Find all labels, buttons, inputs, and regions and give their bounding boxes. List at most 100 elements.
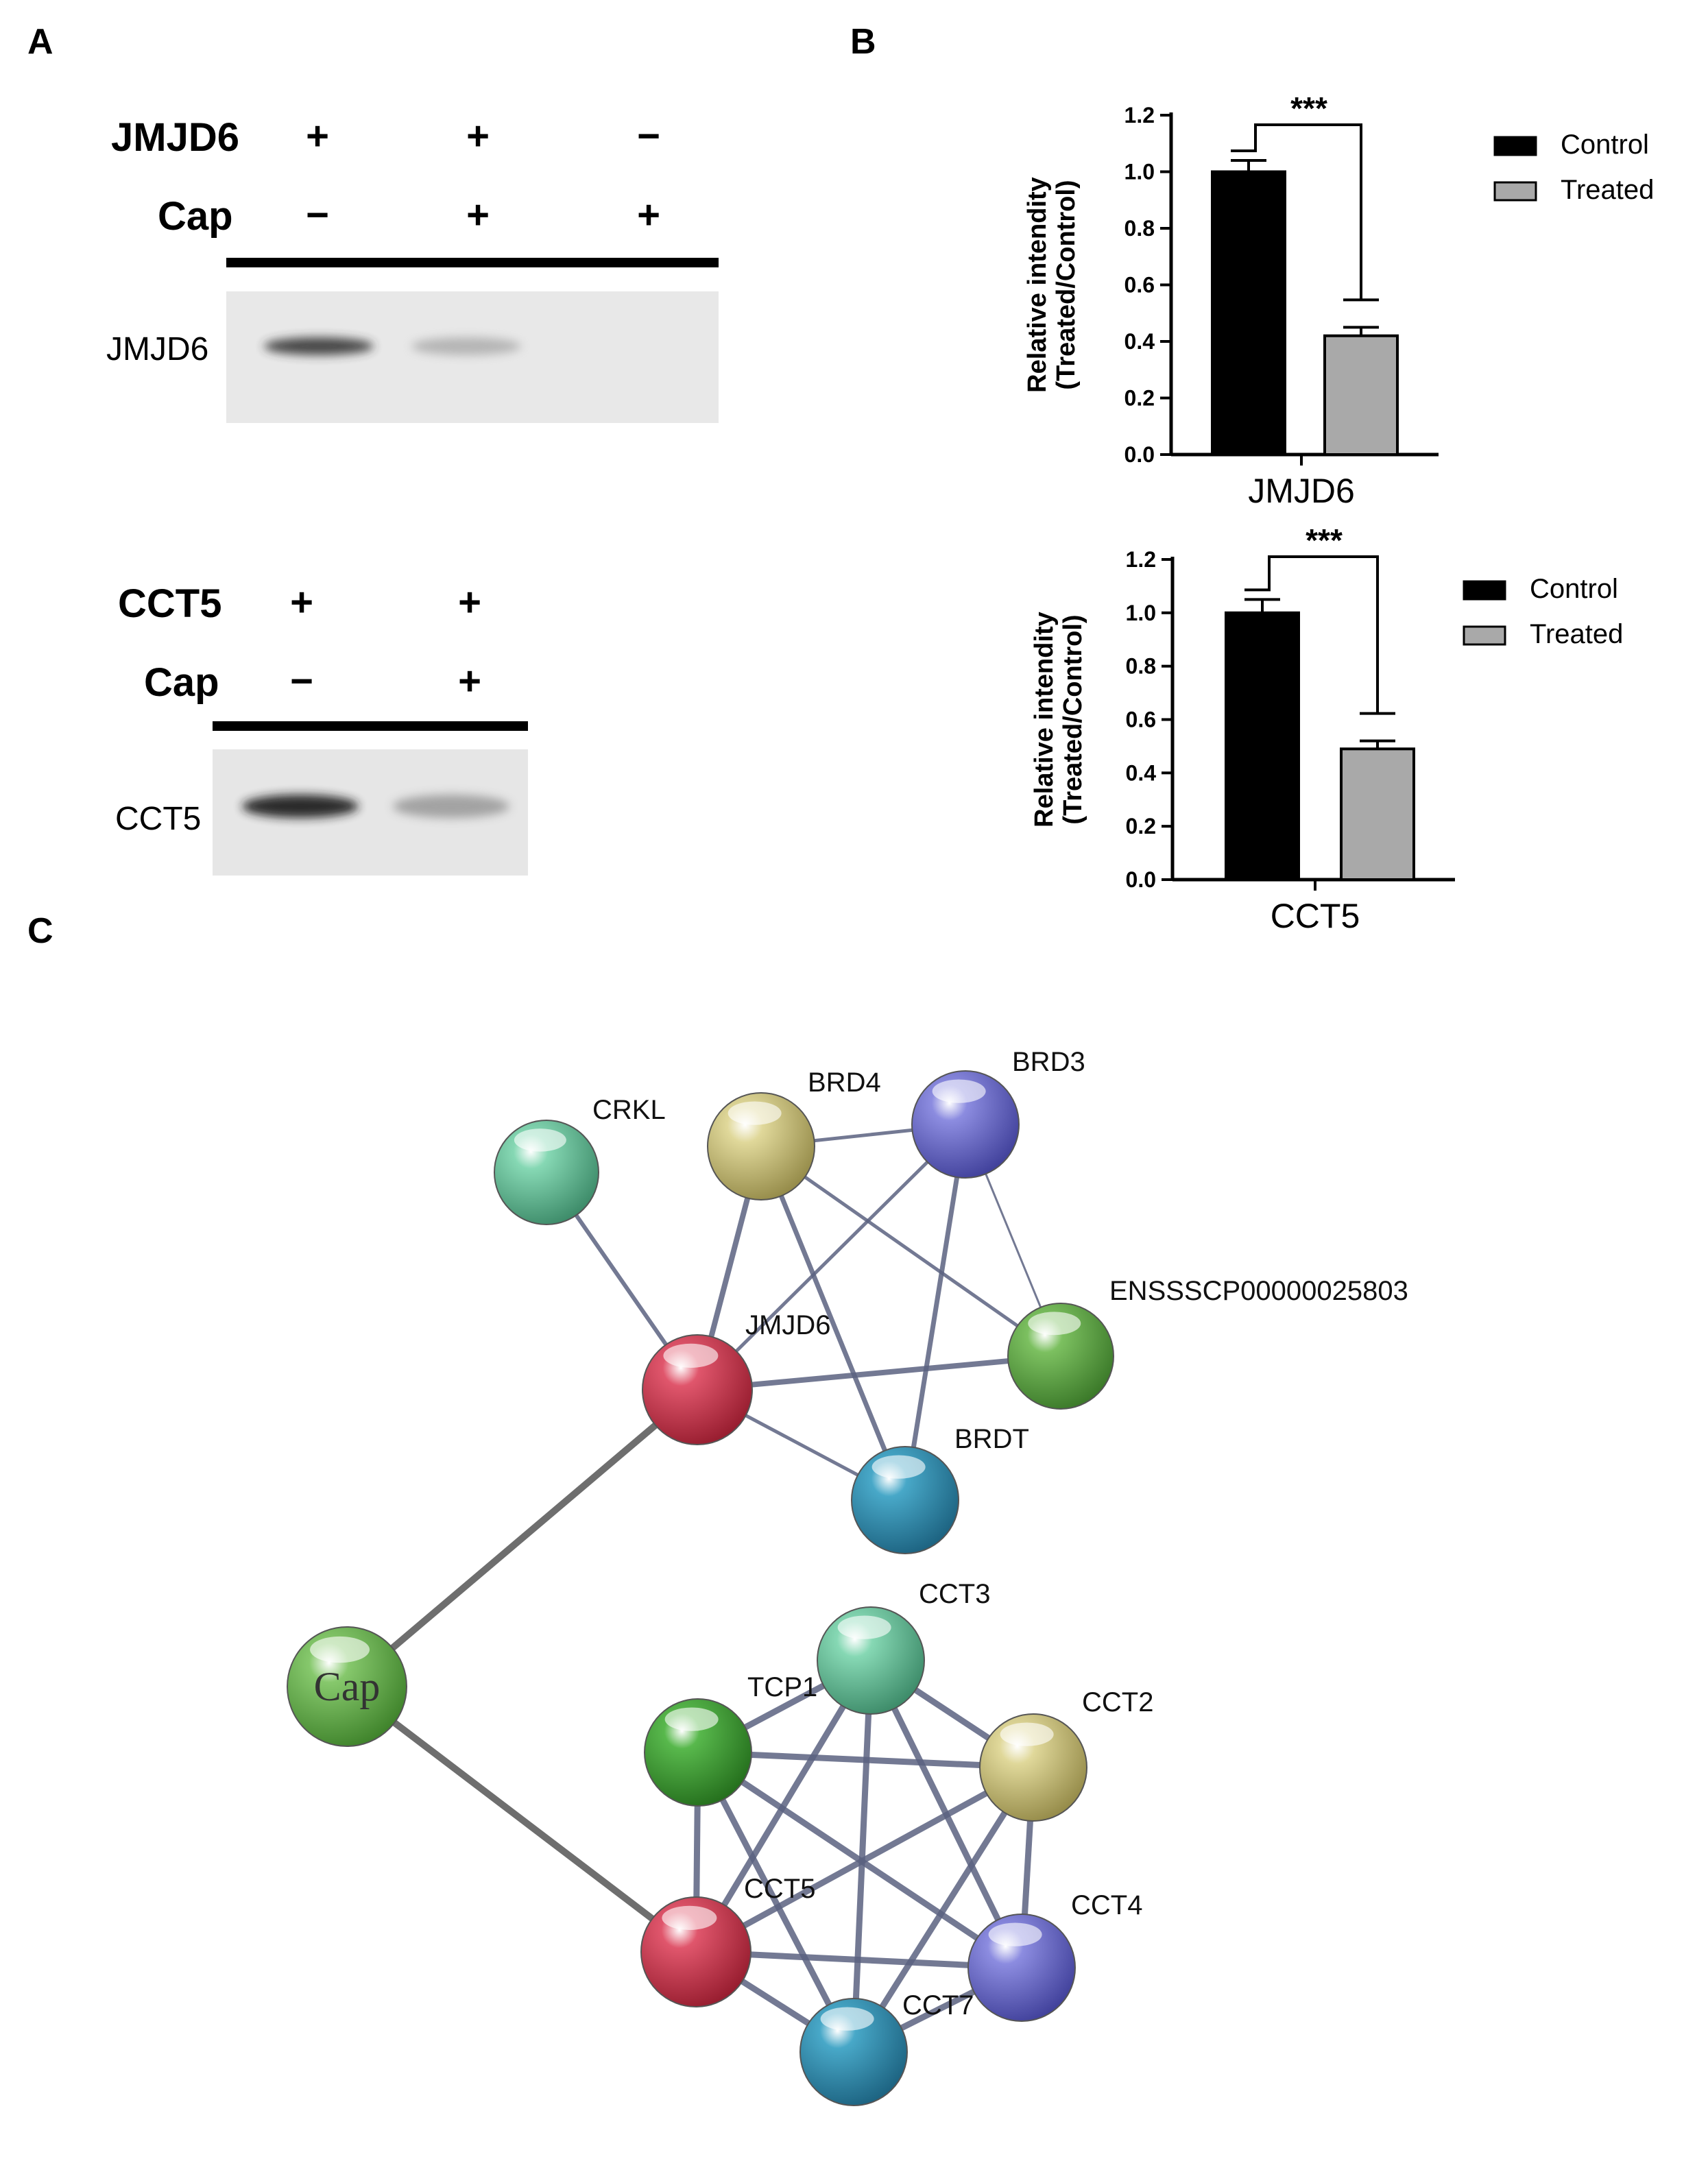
chart1-legend-swatch-treated	[1493, 181, 1537, 202]
blot1-divider	[226, 258, 719, 267]
chart1-y-tick-label: 1.0	[1124, 160, 1155, 184]
blot1-membrane	[226, 291, 719, 423]
blot1-row1-sign1: +	[306, 114, 329, 158]
chart2-y-tick-label: 0.8	[1126, 654, 1156, 679]
chart2-y-tick-label: 0.0	[1126, 867, 1156, 892]
chart1-y-tick-label: 0.2	[1124, 386, 1155, 411]
node-brd3-label: BRD3	[1012, 1047, 1085, 1077]
node-crkl-label: CRKL	[592, 1095, 666, 1125]
node-brd3-highlight	[932, 1079, 986, 1103]
blot2-row1-sign2: +	[458, 580, 481, 625]
blot2-row2-sign2: +	[458, 659, 481, 703]
blot2-bands	[242, 795, 509, 818]
edge-cct2-cct5	[694, 1765, 1035, 1955]
node-brd4-label: BRD4	[808, 1067, 881, 1098]
chart2-bar-treated	[1340, 747, 1415, 882]
chart2-legend-label-treated: Treated	[1530, 619, 1623, 649]
node-jmjd6-highlight	[663, 1343, 719, 1368]
chart2-y-axis-title-line1: Relative intendity	[1030, 612, 1059, 828]
node-cct5-highlight	[662, 1905, 717, 1930]
edge-cap-jmjd6	[344, 1387, 700, 1689]
node-crkl-highlight	[514, 1129, 566, 1152]
chart1-category-label: JMJD6	[1248, 472, 1355, 510]
node-cap-label: Cap	[314, 1664, 381, 1709]
node-tcp1-label: TCP1	[747, 1672, 817, 1702]
chart2-legend-label-control: Control	[1530, 574, 1618, 604]
blot1-row1-sign3: −	[637, 114, 660, 158]
node-cct4-label: CCT4	[1071, 1890, 1142, 1920]
blot2-band-2	[393, 795, 509, 818]
chart1-y-tick-label: 0.0	[1124, 442, 1155, 467]
blot2-row2-sign1: −	[290, 659, 313, 703]
node-cct3-highlight	[837, 1615, 891, 1639]
chart1-significance-bracket	[1231, 123, 1379, 302]
node-ensscp-label: ENSSSCP00000025803	[1109, 1276, 1408, 1306]
chart2-significance-bracket	[1244, 555, 1395, 715]
node-cct7-label: CCT7	[902, 1990, 974, 2020]
blot1-row1-sign2: +	[466, 114, 490, 158]
panel-label-a: A	[27, 22, 53, 62]
edge-cap-cct5	[344, 1684, 699, 1955]
edge-cct3-cct7	[850, 1660, 874, 2053]
edge-cct2-cct7	[851, 1765, 1036, 2054]
blot2-row1-label: CCT5	[118, 581, 221, 626]
node-cct7-highlight	[820, 2007, 874, 2031]
blot1-row2-sign1: −	[306, 193, 329, 237]
blot1-band-2	[411, 337, 521, 355]
chart2-y-tick-label: 0.4	[1126, 760, 1157, 785]
edge-cct3-cct5	[693, 1658, 874, 1954]
chart2-legend-swatch-control	[1463, 580, 1506, 601]
blot1-bands	[264, 337, 521, 355]
node-brdt-highlight	[871, 1455, 926, 1479]
blot2-row2-label: Cap	[144, 660, 219, 705]
blot1-row2-sign2: +	[466, 193, 490, 237]
chart2-y-tick-label: 0.6	[1126, 708, 1156, 732]
blot2-band-1	[242, 795, 359, 818]
chart2-significance-label: ***	[1306, 522, 1343, 558]
node-brdt-label: BRDT	[954, 1424, 1029, 1454]
chart2-bar-control	[1225, 611, 1300, 881]
node-brd4-highlight	[727, 1101, 782, 1125]
node-cct2-label: CCT2	[1082, 1687, 1153, 1717]
chart1-significance-label: ***	[1290, 90, 1327, 126]
panel-label-c: C	[27, 911, 53, 951]
node-cct4-highlight	[988, 1922, 1042, 1946]
blot1-row2-label: Cap	[158, 194, 233, 239]
chart1-y-tick-label: 0.6	[1124, 273, 1155, 298]
chart1-y-tick-label: 0.4	[1124, 329, 1155, 354]
edge-jmjd6-enssscp	[697, 1353, 1061, 1392]
node-tcp1-highlight	[664, 1707, 719, 1731]
edge-brd4-brdt	[758, 1145, 908, 1501]
edge-brd4-enssscp	[760, 1144, 1062, 1358]
chart1-bar-control	[1211, 170, 1286, 456]
chart1-y-axis-title-line1: Relative intendity	[1023, 177, 1052, 393]
node-cct5-label: CCT5	[744, 1874, 815, 1904]
blot1-row1-label: JMJD6	[111, 115, 239, 160]
chart1-bar-treated	[1323, 334, 1399, 456]
chart2-legend-swatch-treated	[1463, 625, 1506, 646]
node-jmjd6-label: JMJD6	[745, 1310, 830, 1340]
node-ensscp-highlight	[1028, 1312, 1081, 1336]
blot1-row2-sign3: +	[637, 193, 660, 237]
node-cap-highlight	[310, 1636, 370, 1663]
blot1-band-label: JMJD6	[106, 331, 208, 367]
node-cct2-highlight	[1000, 1722, 1054, 1746]
chart2-category-label: CCT5	[1271, 897, 1360, 935]
chart1-y-tick-label: 1.2	[1124, 103, 1155, 128]
node-cct3-label: CCT3	[919, 1579, 990, 1609]
edge-tcp1-cct7	[695, 1750, 856, 2054]
chart1-legend-label-treated: Treated	[1561, 175, 1654, 205]
blot2-row1-sign1: +	[290, 580, 313, 625]
chart2-y-tick-label: 1.0	[1126, 601, 1156, 625]
edge-brd3-brdt	[902, 1124, 968, 1501]
edge-brd3-jmjd6	[696, 1123, 967, 1391]
chart2-y-axis-title-line2: (Treated/Control)	[1059, 614, 1087, 824]
chart1-legend-swatch-control	[1493, 136, 1537, 156]
panel-label-b: B	[850, 22, 876, 62]
chart2-y-tick-label: 0.2	[1126, 814, 1156, 838]
chart1-y-tick-label: 0.8	[1124, 216, 1155, 241]
